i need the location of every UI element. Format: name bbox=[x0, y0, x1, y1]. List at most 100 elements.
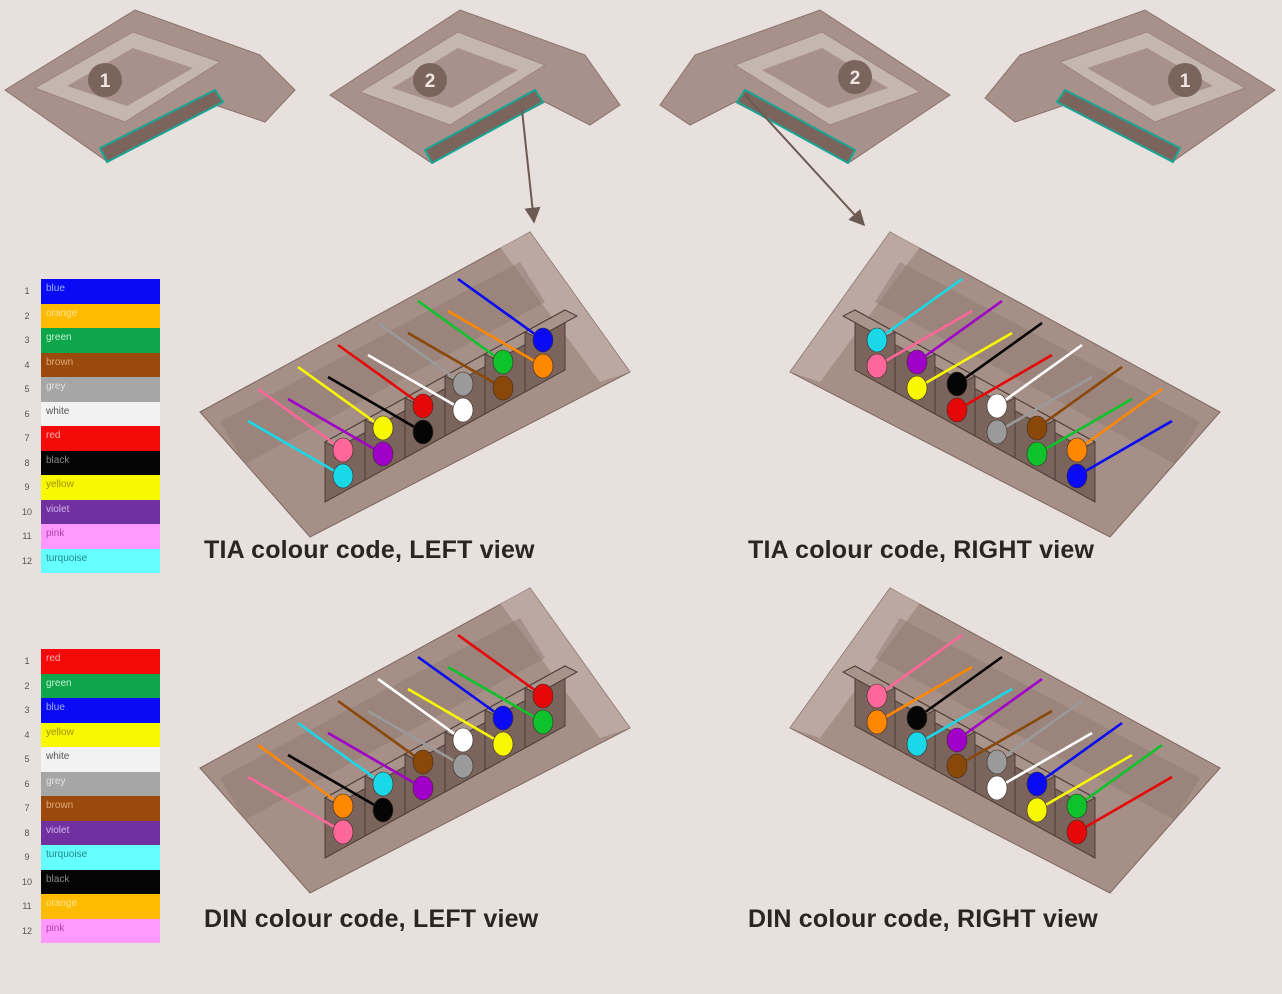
connector-green bbox=[492, 349, 514, 375]
legend-number: 1 bbox=[24, 656, 30, 666]
fiber-orange bbox=[447, 309, 544, 368]
legend-number: 6 bbox=[24, 408, 30, 419]
fiber-turquoise bbox=[297, 721, 384, 786]
fiber-green bbox=[1036, 397, 1133, 456]
fiber-blue bbox=[457, 277, 544, 342]
connector-red bbox=[532, 683, 554, 709]
legend-number: 3 bbox=[24, 335, 30, 345]
connector-red bbox=[946, 397, 968, 423]
legend-number: 10 bbox=[21, 506, 32, 517]
fiber-red bbox=[337, 343, 424, 408]
fiber-pink bbox=[247, 775, 344, 834]
connector-brown bbox=[946, 753, 968, 779]
fiber-pink bbox=[876, 309, 973, 368]
module-top-1-left: 1 bbox=[4, 9, 296, 164]
connector-black bbox=[412, 419, 434, 445]
legend-number: 1 bbox=[24, 286, 30, 296]
legend-swatch: green bbox=[41, 328, 160, 353]
legend-swatch: blue bbox=[41, 698, 160, 723]
fiber-grey bbox=[367, 709, 464, 768]
legend-number: 3 bbox=[24, 705, 30, 715]
fiber-violet bbox=[327, 731, 424, 790]
connector-blue bbox=[1066, 463, 1088, 489]
module-top-2-right: 2 bbox=[659, 9, 951, 165]
connector-green bbox=[532, 709, 554, 735]
connector-orange bbox=[1066, 437, 1088, 463]
connector-black bbox=[906, 705, 928, 731]
detail-view-din-right bbox=[789, 587, 1221, 894]
detail-view-tia-right bbox=[789, 231, 1221, 538]
caption-tia-right: TIA colour code, RIGHT view bbox=[748, 536, 1095, 564]
fiber-violet bbox=[916, 299, 1003, 364]
caption-din-left: DIN colour code, LEFT view bbox=[204, 905, 539, 933]
connector-brown bbox=[1026, 415, 1048, 441]
fiber-pink bbox=[876, 633, 963, 698]
legend-number: 8 bbox=[24, 827, 30, 838]
tray-base bbox=[199, 587, 631, 894]
legend-number: 8 bbox=[24, 457, 30, 468]
connector-green bbox=[1026, 441, 1048, 467]
fiber-yellow bbox=[1036, 753, 1133, 812]
legend-swatch: grey bbox=[41, 377, 160, 402]
legend-number: 4 bbox=[24, 729, 30, 740]
arrow-right bbox=[744, 94, 866, 227]
connector-violet bbox=[372, 441, 394, 467]
connector-brown bbox=[412, 749, 434, 775]
fiber-white bbox=[996, 731, 1093, 790]
badge-2-left: 2 bbox=[425, 71, 436, 92]
fiber-white bbox=[377, 677, 464, 742]
fiber-green bbox=[447, 665, 544, 724]
fiber-black bbox=[327, 375, 424, 434]
legend-number: 11 bbox=[22, 901, 32, 911]
connector-red bbox=[412, 393, 434, 419]
connector-grey bbox=[986, 749, 1008, 775]
fiber-black bbox=[916, 655, 1003, 720]
fiber-yellow bbox=[916, 331, 1013, 390]
legend-number: 7 bbox=[24, 803, 30, 813]
badge-2-right: 2 bbox=[850, 68, 861, 89]
connector-white bbox=[452, 397, 474, 423]
legend-swatch: red bbox=[41, 649, 160, 674]
connector-turquoise bbox=[906, 731, 928, 757]
fiber-blue bbox=[417, 655, 504, 720]
fiber-brown bbox=[1036, 365, 1123, 430]
fiber-red bbox=[1076, 775, 1173, 834]
connector-black bbox=[946, 371, 968, 397]
connector-orange bbox=[866, 709, 888, 735]
legend-number: 2 bbox=[24, 680, 30, 691]
connector-red bbox=[1066, 819, 1088, 845]
legend-swatch: yellow bbox=[41, 722, 160, 747]
detail-view-tia-left bbox=[199, 231, 631, 538]
badge-1-left: 1 bbox=[100, 71, 111, 92]
legend-number: 4 bbox=[24, 359, 30, 370]
detail-view-din-left bbox=[199, 587, 631, 894]
legend-row: 8 violet bbox=[18, 820, 160, 845]
connector-yellow bbox=[906, 375, 928, 401]
legend-swatch: violet bbox=[41, 499, 160, 524]
fiber-turquoise bbox=[876, 277, 963, 342]
legend-swatch: black bbox=[41, 450, 160, 475]
connector-grey bbox=[452, 753, 474, 779]
connector-pink bbox=[866, 353, 888, 379]
legend-number: 12 bbox=[21, 555, 32, 566]
legend-swatch: orange bbox=[41, 303, 160, 328]
fiber-brown bbox=[956, 709, 1053, 768]
legend-swatch: blue bbox=[41, 279, 160, 304]
fiber-turquoise bbox=[916, 687, 1013, 746]
fiber-turquoise bbox=[247, 419, 344, 478]
legend-row: 4 yellow bbox=[18, 722, 160, 747]
legend-swatch: turquoise bbox=[41, 548, 160, 573]
legend-swatch: violet bbox=[41, 820, 160, 845]
legend-row: 3 green bbox=[18, 328, 160, 353]
connector-orange bbox=[532, 353, 554, 379]
connector-pink bbox=[332, 819, 354, 845]
